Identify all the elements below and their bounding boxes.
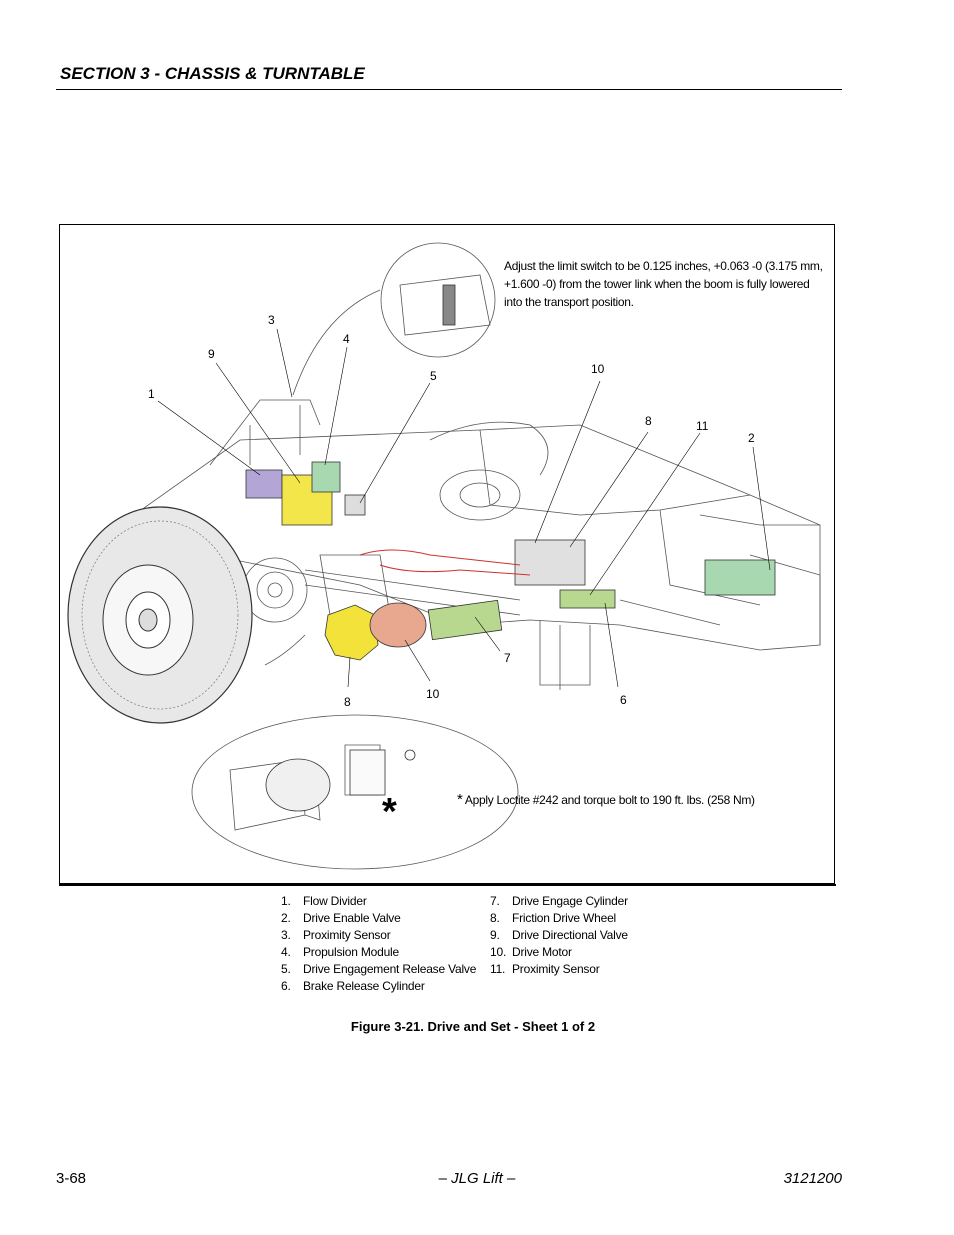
- legend-item: 9.Drive Directional Valve: [490, 928, 628, 942]
- legend-item: 1.Flow Divider: [281, 894, 367, 908]
- legend-item: 8.Friction Drive Wheel: [490, 911, 617, 925]
- legend-item: 4.Propulsion Module: [281, 945, 399, 959]
- figure-frame: 1 9 3 4 5 10 8 11 2 7 6 8 10 Adjust the …: [59, 224, 836, 886]
- legend-item: 6.Brake Release Cylinder: [281, 979, 425, 993]
- legend-item: 11.Proximity Sensor: [490, 962, 600, 976]
- callout-11: 11: [696, 419, 709, 433]
- legend-item: 5.Drive Engagement Release Valve: [281, 962, 477, 976]
- tire-illustration: [67, 506, 253, 724]
- callout-4: 4: [343, 332, 350, 346]
- legend-item: 2.Drive Enable Valve: [281, 911, 401, 925]
- legend-item: 3.Proximity Sensor: [281, 928, 391, 942]
- callout-3: 3: [268, 313, 275, 327]
- footer-brand: – JLG Lift –: [438, 1170, 516, 1187]
- legend-left-column: 1.Flow Divider 2.Drive Enable Valve 3.Pr…: [281, 893, 476, 995]
- callout-2: 2: [748, 431, 755, 445]
- flow-divider-shape: [245, 469, 283, 499]
- callout-6: 6: [620, 693, 627, 707]
- note-asterisk: *: [457, 791, 463, 808]
- callout-10-top: 10: [591, 362, 605, 376]
- document-number: 3121200: [783, 1170, 842, 1187]
- legend-right-column: 7.Drive Engage Cylinder 8.Friction Drive…: [490, 893, 628, 978]
- section-title: SECTION 3 - CHASSIS & TURNTABLE: [60, 64, 365, 83]
- callout-5: 5: [430, 369, 437, 383]
- legend-item: 10.Drive Motor: [490, 945, 572, 959]
- callout-8-top: 8: [645, 414, 652, 428]
- callout-1: 1: [148, 387, 155, 401]
- drive-assembly-illustration: [67, 242, 821, 870]
- page-number: 3-68: [56, 1170, 87, 1187]
- loctite-note: * Apply Loctite #242 and torque bolt to …: [457, 791, 755, 808]
- propulsion-module-shape: [311, 461, 341, 493]
- callout-8-bottom: 8: [344, 695, 351, 709]
- figure-caption-text: Figure 3-21. Drive and Set - Sheet 1 of …: [350, 1019, 596, 1034]
- loctite-note-text: Apply Loctite #242 and torque bolt to 19…: [464, 793, 755, 807]
- callout-10-bottom: 10: [426, 687, 440, 701]
- legend-item: 7.Drive Engage Cylinder: [490, 894, 628, 908]
- detail-wheel-shape: [265, 749, 416, 812]
- friction-drive-wheel-shape: [324, 599, 503, 661]
- callout-9: 9: [208, 347, 215, 361]
- figure-caption: Figure 3-21. Drive and Set - Sheet 1 of …: [0, 1019, 954, 1034]
- callout-7: 7: [504, 651, 511, 665]
- detail-asterisk: *: [382, 791, 397, 833]
- header-rule: [56, 89, 842, 90]
- limit-switch-note: Adjust the limit switch to be 0.125 inch…: [504, 259, 823, 309]
